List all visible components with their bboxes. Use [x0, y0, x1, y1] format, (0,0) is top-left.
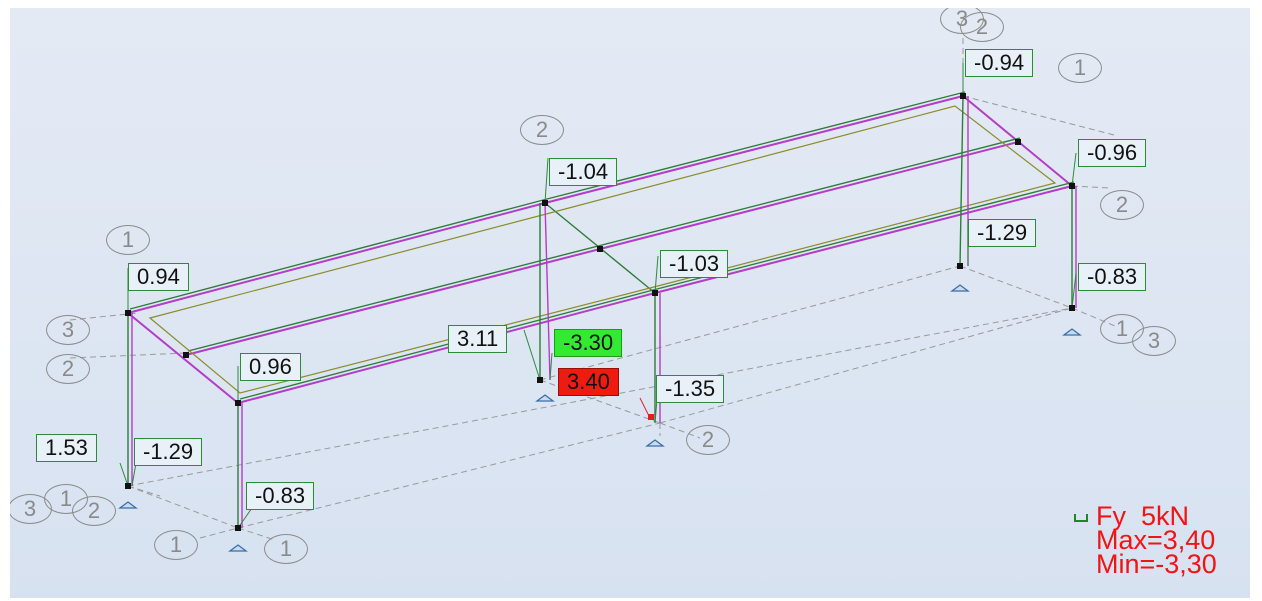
joint: [235, 525, 241, 531]
joint: [597, 246, 603, 252]
legend-min: Min=-3,30: [1096, 549, 1217, 579]
legend-min-row: Min=-3,30: [1074, 549, 1217, 579]
reaction-value-label[interactable]: -1.04: [549, 158, 618, 186]
max-value-label[interactable]: 3.40: [558, 368, 619, 396]
joint: [1069, 183, 1075, 189]
legend-quantity: Fy: [1096, 501, 1126, 531]
joint-max: [648, 414, 654, 420]
support: [645, 439, 665, 447]
grid-line: [959, 265, 1073, 309]
reaction-value-label[interactable]: -1.35: [656, 375, 725, 403]
result-legend: Fy 5kN Max=3,40 Min=-3,30: [1074, 501, 1217, 579]
joint: [125, 310, 131, 316]
grid-line: [199, 527, 239, 539]
grid-line: [539, 265, 961, 381]
joint: [183, 352, 189, 358]
node-number-circle: 1: [106, 225, 150, 255]
node-number-circle: 1: [1058, 53, 1102, 83]
model-view[interactable]: 3 2 1 2 2 1 3 2 1 3 2 3 1 2 1 1 -0.94 -0…: [10, 8, 1250, 598]
joint: [542, 200, 548, 206]
leader: [544, 157, 549, 204]
beam: [544, 95, 964, 204]
leader: [131, 462, 137, 487]
leader-lines: [119, 63, 1077, 529]
leader: [523, 329, 541, 381]
grid-line: [1071, 307, 1116, 327]
column: [959, 95, 964, 267]
grid-line: [659, 307, 1073, 424]
leader: [549, 352, 553, 381]
legend-max: Max=3,40: [1096, 525, 1216, 555]
reaction-value-label[interactable]: -0.94: [965, 49, 1034, 77]
supports: [118, 284, 1082, 552]
leader: [654, 255, 659, 294]
beam: [129, 198, 548, 310]
joint: [537, 377, 543, 383]
node-number-circle: 3: [46, 315, 90, 345]
reaction-value-label[interactable]: 1.53: [36, 434, 97, 462]
reaction-value-label[interactable]: -1.29: [134, 438, 203, 466]
node-number-circle: 1: [154, 530, 198, 560]
node-number-circle: 2: [960, 12, 1004, 42]
node-number-circle: 2: [686, 425, 730, 455]
node-number-circle: 2: [46, 354, 90, 384]
support: [950, 284, 970, 292]
grid-line: [127, 485, 239, 529]
beam: [187, 137, 1021, 352]
joint: [957, 263, 963, 269]
diagram-symbol-icon: [1074, 513, 1088, 522]
legend-scale: 5kN: [1141, 501, 1190, 531]
joint: [125, 483, 131, 489]
leader: [237, 507, 253, 529]
node-number-circle: 2: [1100, 190, 1144, 220]
leader: [1071, 152, 1077, 187]
grid-lines: [69, 38, 1119, 541]
support: [1062, 328, 1082, 336]
joint: [960, 93, 966, 99]
reaction-value-label[interactable]: -1.29: [968, 219, 1037, 247]
leader: [119, 462, 129, 487]
support: [535, 394, 555, 402]
node-number-circle: 3: [1132, 326, 1176, 356]
support: [118, 501, 138, 509]
joint: [235, 400, 241, 406]
grid-line: [962, 95, 1119, 137]
min-value-label[interactable]: -3.30: [554, 329, 623, 357]
grid-line: [127, 485, 161, 497]
legend-title-row: Fy 5kN: [1074, 501, 1217, 531]
reaction-value-label[interactable]: -0.96: [1078, 139, 1147, 167]
frame-structure: [69, 38, 1119, 552]
reaction-value-label[interactable]: 0.96: [240, 353, 301, 381]
reaction-value-label[interactable]: 3.11: [448, 325, 508, 353]
leader: [1071, 272, 1077, 309]
beam: [127, 202, 546, 314]
reaction-value-label[interactable]: -0.83: [1078, 263, 1147, 291]
joints: [125, 93, 1075, 531]
reaction-value-label[interactable]: 0.94: [128, 263, 189, 291]
grid-line: [237, 422, 661, 529]
grid-line: [127, 307, 1073, 487]
legend-max-row: Max=3,40: [1074, 525, 1217, 555]
joint: [1069, 305, 1075, 311]
reaction-value-label[interactable]: -1.03: [660, 250, 729, 278]
beam: [237, 292, 656, 404]
reaction-value-label[interactable]: -0.83: [246, 482, 315, 510]
node-number-circle: 2: [72, 496, 116, 526]
node-number-circle: 2: [520, 115, 564, 145]
column: [544, 202, 551, 381]
slab-outline: [148, 105, 1057, 394]
node-number-circle: 1: [264, 534, 308, 564]
grid-line: [1071, 185, 1111, 189]
joint: [1015, 139, 1021, 145]
joint: [652, 290, 658, 296]
support: [228, 544, 248, 552]
columns: [127, 95, 1077, 528]
